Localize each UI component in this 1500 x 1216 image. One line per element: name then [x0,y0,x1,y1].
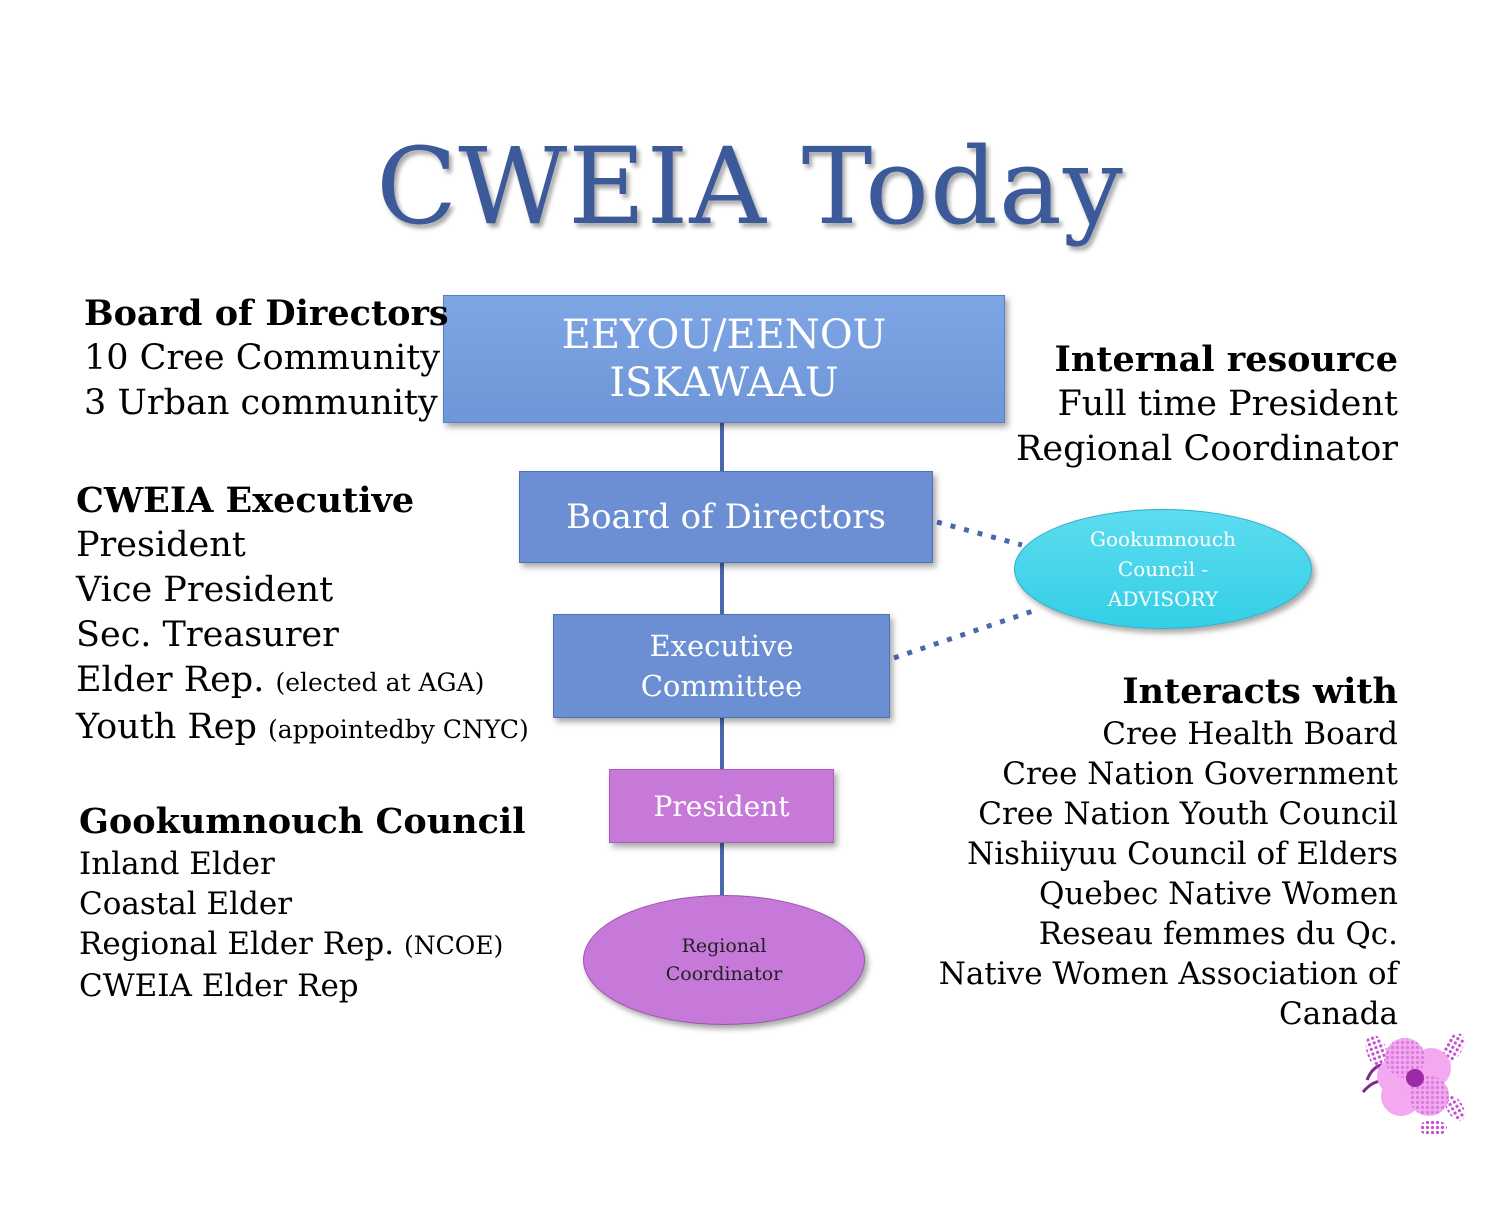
gookumnouch-line: Coastal Elder [79,886,293,922]
gookumnouch-section: Gookumnouch Council Inland Elder Coastal… [79,800,526,1006]
internal-line: Regional Coordinator [1016,429,1398,469]
flower-icon [1361,1033,1465,1136]
interacts-heading: Interacts with [1122,671,1398,712]
page-title: CWEIA Today [376,125,1124,248]
internal-line: Full time President [1057,384,1399,424]
eeyou-line-1: EEYOU/EENOU [561,312,887,358]
interacts-line: Reseau femmes du Qc. [1038,916,1398,952]
advisory-line-1: Gookumnouch [1090,527,1236,551]
advisory-line-2: Council - [1117,557,1209,581]
executive-line: President [76,525,246,565]
internal-resource-section: Internal resource Full time President Re… [1016,337,1398,472]
gookumnouch-heading: Gookumnouch Council [79,801,526,842]
exec-line-2: Committee [640,669,803,703]
interacts-line: Cree Nation Government [1002,756,1398,792]
coordinator-line-2: Coordinator [665,963,783,985]
board-section: Board of Directors 10 Cree Community 3 U… [84,291,449,426]
gookumnouch-advisory-ellipse: Gookumnouch Council - ADVISORY [1014,509,1312,629]
board-heading: Board of Directors [84,293,449,334]
board-line: 10 Cree Community [84,338,441,378]
board-label: Board of Directors [566,497,886,537]
interacts-line: Nishiiyuu Council of Elders [967,836,1398,872]
executive-note: (appointedby CNYC) [268,715,529,744]
executive-line: Sec. Treasurer [76,615,339,655]
gookumnouch-line: Inland Elder [79,846,275,882]
internal-heading: Internal resource [1054,339,1398,380]
advisory-line-3: ADVISORY [1107,587,1219,611]
regional-coordinator-ellipse: Regional Coordinator [583,895,865,1025]
president-box: President [609,769,834,843]
interacts-line: Canada [1279,996,1398,1032]
executive-heading: CWEIA Executive [76,480,415,521]
president-label: President [653,789,790,823]
executive-line: Elder Rep. (elected at AGA) [76,660,485,700]
gookumnouch-line: Regional Elder Rep. (NCOE) [79,926,504,962]
executive-section: CWEIA Executive President Vice President… [76,478,529,752]
interacts-section: Interacts with Cree Health Board Cree Na… [928,670,1398,1034]
eeyou-iskawaau-box: EEYOU/EENOU ISKAWAAU [443,295,1005,423]
connector-exec-advisory [893,607,1037,661]
executive-note: (elected at AGA) [275,668,485,697]
gookumnouch-note: (NCOE) [403,931,504,960]
exec-line-1: Executive [649,629,794,663]
interacts-line: Cree Nation Youth Council [978,796,1398,832]
connector-board-advisory [936,519,1023,548]
eeyou-line-2: ISKAWAAU [609,360,839,406]
gookumnouch-line: CWEIA Elder Rep [79,968,359,1004]
coordinator-line-1: Regional [681,935,767,957]
interacts-line: Cree Health Board [1102,716,1398,752]
executive-line: Vice President [76,570,334,610]
interacts-line: Quebec Native Women [1039,876,1398,912]
interacts-line: Native Women Association of [938,956,1398,992]
board-of-directors-box: Board of Directors [519,471,933,563]
executive-line: Youth Rep (appointedby CNYC) [76,707,529,747]
board-line: 3 Urban community [84,383,438,423]
executive-committee-box: Executive Committee [553,614,890,718]
